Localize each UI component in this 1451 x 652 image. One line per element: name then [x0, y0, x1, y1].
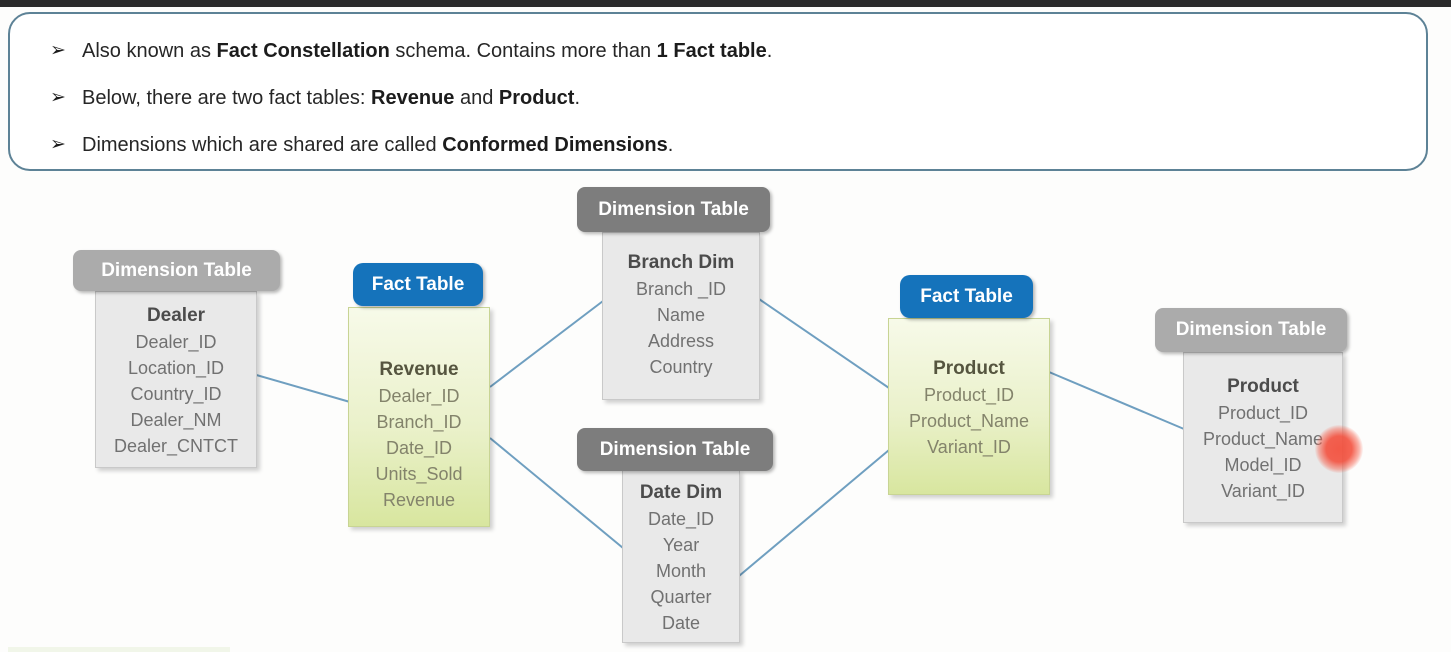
product-fact-body: Product Product_ID Product_Name Variant_… [888, 318, 1050, 495]
top-edge-strip [0, 0, 1451, 7]
revenue-body: Revenue Dealer_ID Branch_ID Date_ID Unit… [348, 307, 490, 527]
table-field: Quarter [650, 587, 712, 607]
table-field: Dealer_ID [135, 332, 217, 352]
table-field: Dealer_NM [130, 410, 222, 430]
table-field: Product_Name [908, 411, 1030, 431]
table-field: Name [656, 305, 705, 325]
table-field: Date_ID [647, 509, 715, 529]
table-field: Revenue [382, 490, 456, 510]
arrow-bullet-icon: ➢ [50, 40, 66, 61]
table-field: Month [655, 561, 707, 581]
bullet-text: Dimensions which are shared are called C… [82, 134, 674, 156]
arrow-bullet-icon: ➢ [50, 87, 66, 108]
connector-branchdim-product [758, 298, 890, 389]
table-field: Country [649, 357, 713, 377]
bullet-line-1: ➢ Also known as Fact Constellation schem… [50, 37, 1396, 75]
table-field: Location_ID [127, 358, 225, 378]
connector-revenue-branchdim [489, 300, 604, 388]
table-field: Variant_ID [927, 437, 1011, 457]
table-field: Branch_ID [376, 412, 462, 432]
table-title: Revenue [379, 359, 459, 380]
table-field: Model_ID [1224, 455, 1302, 475]
table-field: Dealer_CNTCT [113, 436, 239, 456]
table-field: Branch _ID [635, 279, 727, 299]
table-field: Product_Name [1202, 429, 1324, 449]
branch-dim-body: Branch Dim Branch _ID Name Address Count… [602, 232, 760, 400]
table-title: Dealer [146, 305, 206, 326]
branch-dim-badge: Dimension Table [577, 187, 770, 232]
connector-product-productdim [1048, 371, 1185, 430]
table-title: Product [933, 358, 1005, 379]
product-fact-badge: Fact Table [900, 275, 1033, 318]
dealer-body: Dealer Dealer_ID Location_ID Country_ID … [95, 291, 257, 468]
notes-box: ➢ Also known as Fact Constellation schem… [8, 12, 1428, 171]
laser-pointer-dot [1315, 425, 1363, 473]
connector-dealer-revenue [252, 373, 351, 403]
dealer-badge: Dimension Table [73, 250, 280, 291]
table-field: Product_ID [923, 385, 1015, 405]
bottom-left-strip [8, 647, 230, 652]
arrow-bullet-icon: ➢ [50, 134, 66, 155]
table-field: Dealer_ID [378, 386, 460, 406]
table-field: Date [661, 613, 701, 633]
table-field: Date_ID [385, 438, 453, 458]
bullet-text: Also known as Fact Constellation schema.… [82, 40, 773, 62]
date-dim-badge: Dimension Table [577, 428, 773, 471]
date-dim-body: Date Dim Date_ID Year Month Quarter Date [622, 470, 740, 643]
table-field: Address [647, 331, 715, 351]
table-field: Variant_ID [1221, 481, 1305, 501]
table-title: Date Dim [639, 482, 723, 503]
product-dim-badge: Dimension Table [1155, 308, 1347, 352]
table-field: Country_ID [130, 384, 222, 404]
product-dim-body: Product Product_ID Product_Name Model_ID… [1183, 352, 1343, 523]
table-title: Product [1227, 376, 1299, 397]
table-field: Year [662, 535, 700, 555]
revenue-badge: Fact Table [353, 263, 483, 306]
table-field: Units_Sold [375, 464, 463, 484]
bullet-text: Below, there are two fact tables: Revenu… [82, 87, 581, 109]
bullet-line-3: ➢ Dimensions which are shared are called… [50, 131, 1396, 169]
table-title: Branch Dim [627, 252, 735, 273]
bullet-line-2: ➢ Below, there are two fact tables: Reve… [50, 84, 1396, 122]
table-field: Product_ID [1217, 403, 1309, 423]
